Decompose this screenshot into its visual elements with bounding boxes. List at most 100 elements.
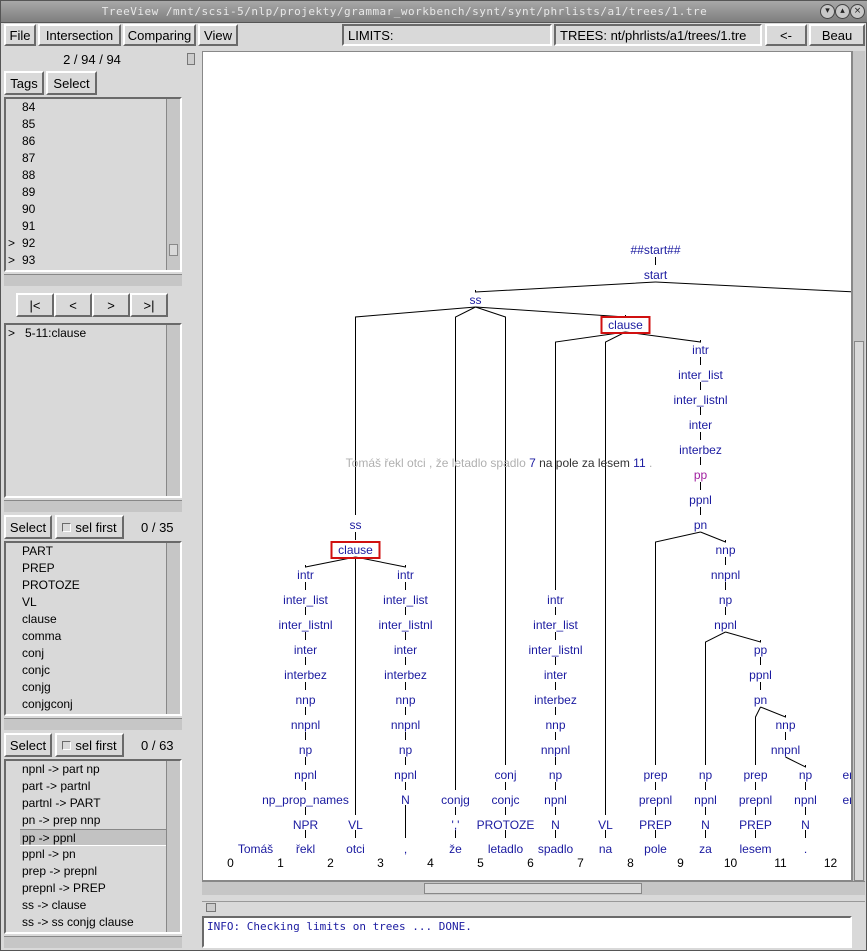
tree-node[interactable]: np	[799, 768, 813, 782]
tree-node[interactable]: inter_listnl	[378, 618, 432, 632]
tree-node[interactable]: inter_listnl	[278, 618, 332, 632]
tree-node[interactable]: prep	[643, 768, 667, 782]
rule-list-item[interactable]: ss -> ss conjg clause	[22, 915, 134, 929]
tree-list-item[interactable]: 89	[22, 185, 36, 199]
tree-node[interactable]: nnp	[295, 693, 315, 707]
tree-node[interactable]: PREP	[639, 818, 672, 832]
tree-node[interactable]: np	[549, 768, 563, 782]
symbol-list-item[interactable]: VL	[22, 595, 37, 609]
symbol-list-item[interactable]: comma	[22, 629, 62, 643]
tree-node[interactable]: npnl	[694, 793, 717, 807]
symbol-list-item[interactable]: PREP	[22, 561, 55, 575]
tree-node[interactable]: pp	[694, 468, 708, 482]
prev-button[interactable]: <	[54, 293, 92, 317]
tree-node[interactable]: clause	[338, 543, 373, 557]
tree-list-item[interactable]: 84	[22, 100, 36, 114]
tree-node[interactable]: nnpnl	[771, 743, 800, 757]
tree-list-scrollbar[interactable]	[166, 99, 180, 270]
rule-list-hscrollbar[interactable]	[4, 936, 182, 948]
trees-field[interactable]: TREES: nt/phrlists/a1/trees/1.tre	[554, 24, 762, 46]
tree-node[interactable]: pp	[754, 643, 768, 657]
tree-word[interactable]: Tomáš	[238, 842, 273, 856]
tree-list-item[interactable]: 87	[22, 151, 36, 165]
minimize-icon[interactable]: ▾	[820, 4, 835, 19]
symbol-sel-first-toggle[interactable]: sel first	[55, 515, 124, 539]
tree-word[interactable]: ,	[404, 842, 407, 856]
tree-node[interactable]: N	[401, 793, 410, 807]
last-button[interactable]: >|	[130, 293, 168, 317]
tree-node[interactable]: np	[719, 593, 733, 607]
menu-intersection[interactable]: Intersection	[38, 24, 121, 46]
tree-word[interactable]: lesem	[739, 842, 771, 856]
tree-node[interactable]: nnpnl	[711, 568, 740, 582]
symbol-select-button[interactable]: Select	[4, 515, 52, 539]
rule-list-item[interactable]: partnl -> PART	[22, 796, 101, 810]
menu-file[interactable]: File	[4, 24, 36, 46]
tree-list-item[interactable]: 93	[22, 253, 36, 267]
tree-node[interactable]: nnpnl	[291, 718, 320, 732]
tree-word[interactable]: na	[599, 842, 613, 856]
tree-node[interactable]: pn	[754, 693, 767, 707]
tree-node[interactable]: ##start##	[630, 243, 680, 257]
first-button[interactable]: |<	[16, 293, 54, 317]
tree-list-item[interactable]: 90	[22, 202, 36, 216]
rule-list-item[interactable]: prep -> prepnl	[22, 864, 98, 878]
rule-list-scrollbar[interactable]	[166, 761, 180, 932]
rule-list-item[interactable]: prepnl -> PREP	[22, 881, 106, 895]
tree-word[interactable]: pole	[644, 842, 667, 856]
tree-node[interactable]: np	[299, 743, 313, 757]
symbol-list-item[interactable]: PROTOZE	[22, 578, 80, 592]
menu-view[interactable]: View	[198, 24, 238, 46]
tree-node[interactable]: ends	[842, 793, 852, 807]
tree-node[interactable]: inter	[689, 418, 712, 432]
tree-node[interactable]: ss	[470, 293, 482, 307]
title-bar[interactable]: TreeView /mnt/scsi-5/nlp/projekty/gramma…	[1, 1, 867, 23]
tree-node[interactable]: prepnl	[639, 793, 672, 807]
tree-node[interactable]: ends	[842, 768, 852, 782]
tree-node[interactable]: prep	[743, 768, 767, 782]
pane-splitter[interactable]	[187, 53, 195, 65]
tree-word[interactable]: za	[699, 842, 712, 856]
symbol-list-item[interactable]: conjc	[22, 663, 51, 677]
tree-node[interactable]: intr	[547, 593, 564, 607]
close-icon[interactable]: ×	[850, 4, 865, 19]
tree-node[interactable]: nnp	[775, 718, 795, 732]
tree-word[interactable]: otci	[346, 842, 365, 856]
tree-node[interactable]: interbez	[679, 443, 722, 457]
tree-node[interactable]: npnl	[544, 793, 567, 807]
tree-node[interactable]: npnl	[294, 768, 317, 782]
tree-list-item[interactable]: 91	[22, 219, 36, 233]
tree-node[interactable]: inter	[394, 643, 417, 657]
canvas-vscrollbar[interactable]	[852, 51, 865, 881]
info-splitter[interactable]	[202, 901, 865, 913]
symbol-list-item[interactable]: PART	[22, 544, 53, 558]
symbol-list-item[interactable]: conjgconj	[22, 697, 73, 711]
tree-node[interactable]: N	[801, 818, 810, 832]
tree-node[interactable]: conjg	[441, 793, 470, 807]
symbol-list-item[interactable]: conj	[22, 646, 45, 660]
tree-list-hscrollbar[interactable]	[4, 274, 182, 286]
tree-word[interactable]: spadlo	[538, 842, 574, 856]
tree-node[interactable]: intr	[397, 568, 414, 582]
rule-list-item[interactable]: pn -> prep nnp	[22, 813, 101, 827]
tree-node[interactable]: inter_listnl	[528, 643, 582, 657]
tree-node[interactable]: start	[644, 268, 668, 282]
tree-list-item[interactable]: 86	[22, 134, 36, 148]
tree-node[interactable]: NPR	[293, 818, 319, 832]
tree-node[interactable]: VL	[348, 818, 363, 832]
tree-node[interactable]: ppnl	[689, 493, 712, 507]
rule-list-item[interactable]: ppnl -> pn	[22, 847, 76, 861]
rule-list-item[interactable]: pp -> ppnl	[20, 829, 168, 846]
tree-node[interactable]: np	[699, 768, 713, 782]
tree-node[interactable]: np_prop_names	[262, 793, 349, 807]
tree-node[interactable]: inter_list	[678, 368, 723, 382]
tree-node[interactable]: inter	[294, 643, 317, 657]
tree-node[interactable]: clause	[608, 318, 643, 332]
tree-node[interactable]: inter_list	[383, 593, 428, 607]
tree-node[interactable]: nnp	[395, 693, 415, 707]
tree-node[interactable]: N	[701, 818, 710, 832]
back-button[interactable]: <-	[765, 24, 807, 46]
